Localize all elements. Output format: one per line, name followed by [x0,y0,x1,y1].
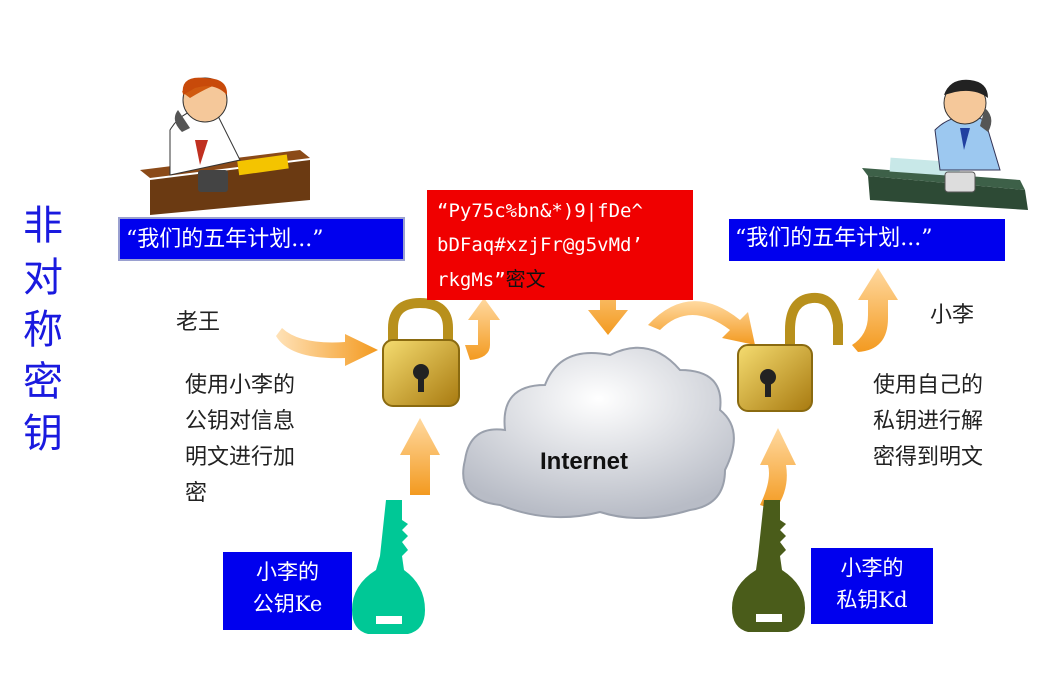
sender-description-line: 密 [185,481,208,506]
title-char: 密 [23,359,63,405]
sender-name: 老王 [176,310,221,335]
ciphertext-line: bDFaq#xzjFr@g5vMd’ [437,234,643,256]
title-char: 非 [23,203,63,249]
receiver-description-line: 密得到明文 [873,445,984,470]
ciphertext-line-last: rkgMs”密文 [437,262,693,297]
arrow-cloud-to-unlock-icon [648,301,755,345]
sender-plaintext-message: “我们的五年计划...” [118,217,405,261]
diagram-title: 非 对 称 密 钥 [18,200,68,460]
receiver-person-icon [862,79,1028,210]
private-key-label: 小李的 私钥Kd [811,548,933,624]
public-key-label: 小李的 公钥Ke [223,552,352,630]
public-key-icon [352,500,425,634]
ciphertext-line: rkgMs” [437,269,506,291]
receiver-description-line: 使用自己的 [873,373,984,398]
arrow-privatekey-to-unlock-icon [760,428,796,510]
sender-description: 使用小李的 公钥对信息 明文进行加 密 [185,368,335,512]
open-lock-icon [737,292,843,412]
sender-description-line: 公钥对信息 [185,409,296,434]
receiver-plaintext-message: “我们的五年计划...” [729,219,1005,261]
receiver-description-line: 私钥进行解 [873,409,984,434]
sender-person-icon [140,77,310,215]
private-key-label-line: 私钥Kd [836,588,908,612]
title-char: 对 [23,255,63,301]
title-char: 称 [23,307,63,353]
receiver-name: 小李 [930,303,975,328]
private-key-label-line: 小李的 [840,556,904,580]
arrow-lock-to-cipher-icon [465,298,500,360]
internet-cloud-icon [462,346,735,519]
sender-description-line: 使用小李的 [185,373,296,398]
internet-label: Internet [540,448,629,475]
title-char: 钥 [23,411,63,457]
ciphertext-box: “Py75c%bn&*)9|fDe^ bDFaq#xzjFr@g5vMd’ rk… [427,190,693,300]
ciphertext-label: 密文 [505,267,546,291]
receiver-description: 使用自己的 私钥进行解 密得到明文 [873,368,1023,476]
public-key-label-line: 小李的 [256,560,319,584]
public-key-label-line: 公钥Ke [252,592,323,616]
closed-lock-icon [382,297,460,407]
sender-description-line: 明文进行加 [185,445,296,470]
arrow-unlock-to-message-icon [852,268,898,352]
arrow-key-to-lock-icon [400,418,440,495]
private-key-icon [732,500,805,632]
ciphertext-line: “Py75c%bn&*)9|fDe^ [437,200,643,222]
arrow-to-lock-icon [276,328,378,366]
